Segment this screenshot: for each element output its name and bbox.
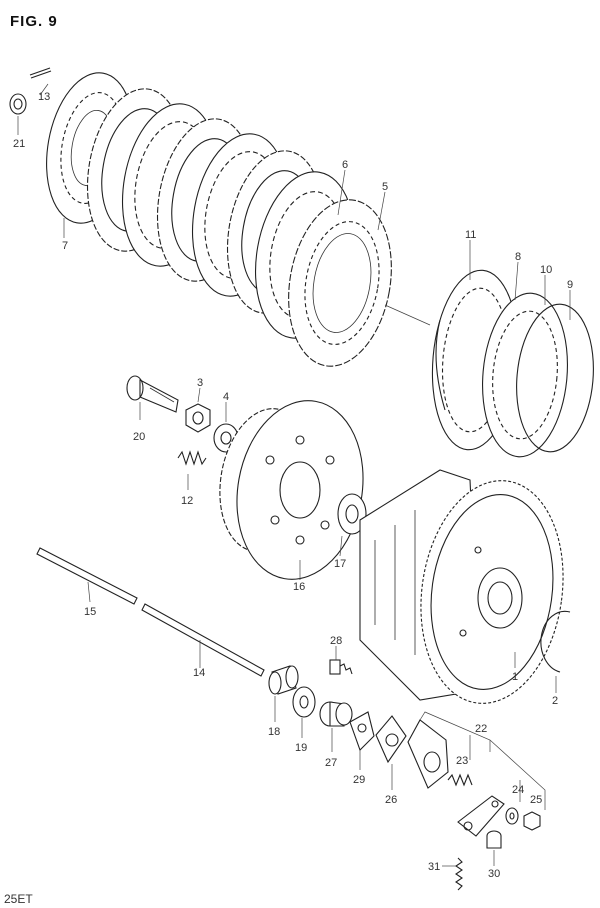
- label-22: 22: [475, 723, 487, 735]
- push-rod-15: [36, 547, 138, 605]
- label-27: 27: [325, 757, 337, 769]
- bolt-20: [126, 375, 179, 413]
- release-cover-22: [407, 719, 449, 789]
- clutch-housing-1: [359, 469, 564, 704]
- spring-31: [455, 857, 463, 891]
- bracket-29: [349, 711, 375, 752]
- label-3: 3: [197, 377, 203, 389]
- washer-24: [505, 807, 519, 825]
- label-10: 10: [540, 264, 552, 276]
- label-1: 1: [512, 671, 518, 683]
- label-15: 15: [84, 606, 96, 618]
- label-13: 13: [38, 91, 50, 103]
- nut-3: [185, 403, 211, 433]
- label-23: 23: [456, 755, 468, 767]
- figure-code: 25ET: [4, 892, 33, 906]
- spring-12: [177, 450, 207, 466]
- label-12: 12: [181, 495, 193, 507]
- nut-25: [523, 811, 541, 831]
- pin-13: [29, 67, 52, 79]
- label-26: 26: [385, 794, 397, 806]
- clutch-hub-16: [219, 400, 364, 580]
- label-30: 30: [488, 868, 500, 880]
- clutch-plate-stack: [46, 72, 392, 367]
- gasket-26: [375, 715, 407, 764]
- circlip-2: [540, 610, 571, 673]
- washer-17: [337, 493, 367, 535]
- label-7: 7: [62, 240, 68, 252]
- label-6: 6: [342, 159, 348, 171]
- part-labels: 13 21 7 6 5 11 8 10 9 3 4 20 12 17 16 15…: [13, 91, 573, 880]
- label-31: 31: [428, 861, 440, 873]
- plate-front-5: [288, 199, 392, 367]
- push-rod-14: [141, 603, 265, 677]
- label-5: 5: [382, 181, 388, 193]
- bearing-21: [9, 93, 27, 115]
- label-18: 18: [268, 726, 280, 738]
- label-9: 9: [567, 279, 573, 291]
- label-8: 8: [515, 251, 521, 263]
- lever-arm: [457, 795, 505, 837]
- damper-rings: [431, 269, 594, 458]
- label-17: 17: [334, 558, 346, 570]
- bushing-27: [319, 701, 353, 727]
- label-4: 4: [223, 391, 229, 403]
- label-20: 20: [133, 431, 145, 443]
- label-29: 29: [353, 774, 365, 786]
- washer-19: [292, 686, 316, 718]
- label-2: 2: [552, 695, 558, 707]
- label-24: 24: [512, 784, 524, 796]
- label-25: 25: [530, 794, 542, 806]
- label-28: 28: [330, 635, 342, 647]
- collar-30: [486, 830, 502, 849]
- leader-lines: [17, 83, 571, 867]
- label-11: 11: [465, 229, 476, 241]
- figure-title: FIG. 9: [10, 13, 58, 30]
- label-19: 19: [295, 742, 307, 754]
- label-14: 14: [193, 667, 205, 679]
- spring-23: [447, 773, 473, 787]
- bearing-18: [268, 665, 299, 695]
- screw-28: [329, 659, 353, 675]
- label-16: 16: [293, 581, 305, 593]
- label-21: 21: [13, 138, 25, 150]
